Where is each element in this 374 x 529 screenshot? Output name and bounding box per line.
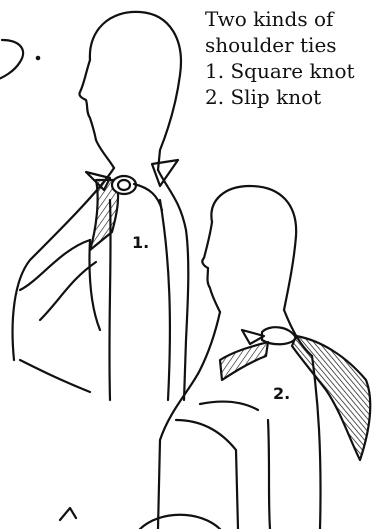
partial-figure-stroke: [60, 508, 76, 520]
figure-2-mannequin: [158, 186, 370, 529]
caption-block: Two kinds of shoulder ties 1. Square kno…: [205, 6, 374, 110]
figure-1-label: 1.: [132, 233, 149, 252]
caption-item-square-knot: 1. Square knot: [205, 58, 374, 84]
figure-2-label: 2.: [273, 384, 290, 403]
caption-line-1: Two kinds of: [205, 6, 374, 32]
caption-line-2: shoulder ties: [205, 32, 374, 58]
caption-item-slip-knot: 2. Slip knot: [205, 84, 374, 110]
partial-figure-stroke: [0, 40, 23, 80]
figure-1-mannequin: [13, 12, 189, 400]
